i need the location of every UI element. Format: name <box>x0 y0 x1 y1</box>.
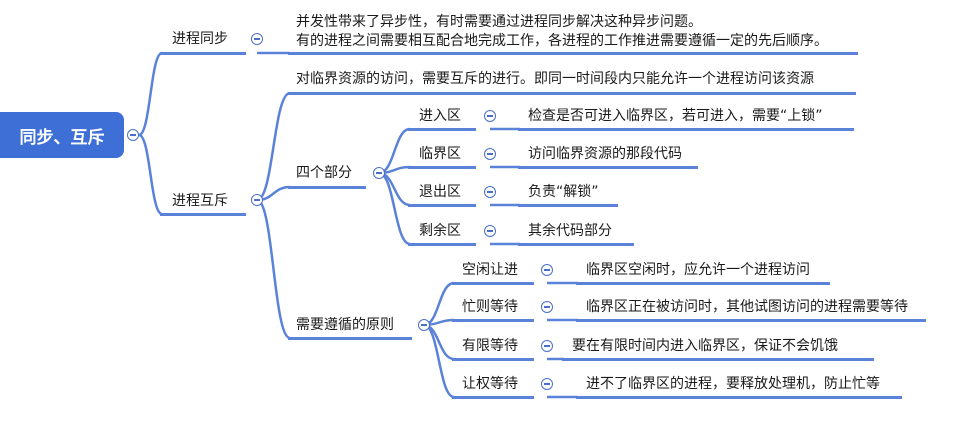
mutex-desc: 对临界资源的访问，需要互斥的进行。即同一时间段内只能允许一个进程访问该资源 <box>296 71 814 87</box>
root-node[interactable]: 同步、互斥 <box>0 112 124 158</box>
principles-label: 需要遵循的原则 <box>296 317 394 333</box>
part-desc-underline <box>518 166 698 169</box>
parts-underline <box>288 186 366 189</box>
principle-desc: 进不了临界区的进程，要释放处理机，防止忙等 <box>586 376 880 392</box>
sync-desc-line-2: 有的进程之间需要相互配合地完成工作，各进程的工作推进需要遵循一定的先后顺序。 <box>296 33 828 49</box>
principle-desc: 临界区正在被访问时，其他试图访问的进程需要等待 <box>586 299 908 315</box>
part-name-underline <box>408 166 476 169</box>
part-desc: 访问临界资源的那段代码 <box>528 146 682 162</box>
principle-desc: 临界区空闲时，应允许一个进程访问 <box>586 262 810 278</box>
connector-line <box>256 91 291 202</box>
sync-desc-underline <box>288 52 858 55</box>
connector-line <box>423 323 455 399</box>
collapse-icon[interactable] <box>541 378 553 390</box>
part-desc: 检查是否可进入临界区，若可进入，需要“上锁” <box>528 108 823 124</box>
collapse-icon[interactable] <box>541 340 553 352</box>
principle-desc: 要在有限时间内进入临界区，保证不会饥饿 <box>572 338 838 354</box>
collapse-icon[interactable] <box>418 319 430 331</box>
part-desc: 负责“解锁” <box>528 184 599 200</box>
part-desc-underline <box>518 128 854 131</box>
principle-name-underline <box>452 282 534 285</box>
collapse-icon[interactable] <box>541 264 553 276</box>
branch-sync-underline <box>160 52 246 55</box>
collapse-icon[interactable] <box>484 148 496 160</box>
principles-underline <box>288 337 412 340</box>
part-name: 退出区 <box>419 184 461 200</box>
principle-name: 忙则等待 <box>462 299 518 315</box>
collapse-icon[interactable] <box>484 110 496 122</box>
part-desc-underline <box>518 204 618 207</box>
principle-name: 空闲让进 <box>462 262 518 278</box>
collapse-icon[interactable] <box>127 129 139 141</box>
principle-name-underline <box>452 319 534 322</box>
connector-line <box>378 171 411 207</box>
part-name-underline <box>408 243 476 246</box>
part-name-underline <box>408 204 476 207</box>
connector-line <box>256 198 291 340</box>
part-desc-underline <box>518 243 634 246</box>
collapse-icon[interactable] <box>484 225 496 237</box>
mutex-desc-underline <box>288 92 856 95</box>
principle-name-underline <box>452 358 534 361</box>
part-desc: 其余代码部分 <box>528 223 612 239</box>
connector-line <box>423 323 455 361</box>
connector-line <box>423 281 455 327</box>
connector-line <box>378 171 411 246</box>
connector-line <box>138 133 163 216</box>
connector-line <box>138 51 163 137</box>
part-name: 进入区 <box>419 108 461 124</box>
principle-name-underline <box>452 396 534 399</box>
parts-label: 四个部分 <box>296 165 352 181</box>
part-name: 临界区 <box>419 146 461 162</box>
part-name: 剩余区 <box>419 223 461 239</box>
branch-mutex-label: 进程互斥 <box>172 193 228 209</box>
branch-sync-label: 进程同步 <box>172 31 228 47</box>
collapse-icon[interactable] <box>541 301 553 313</box>
part-name-underline <box>408 128 476 131</box>
collapse-icon[interactable] <box>251 33 263 45</box>
principle-desc-underline <box>562 358 874 361</box>
principle-desc-underline <box>576 319 926 322</box>
principle-desc-underline <box>576 396 902 399</box>
sync-desc-line-1: 并发性带来了异步性，有时需要通过进程同步解决这种异步问题。 <box>296 14 702 30</box>
collapse-icon[interactable] <box>251 194 263 206</box>
principle-desc-underline <box>576 282 830 285</box>
collapse-icon[interactable] <box>484 186 496 198</box>
collapse-icon[interactable] <box>373 167 385 179</box>
principle-name: 让权等待 <box>462 376 518 392</box>
branch-mutex-underline <box>160 213 246 216</box>
principle-name: 有限等待 <box>462 338 518 354</box>
